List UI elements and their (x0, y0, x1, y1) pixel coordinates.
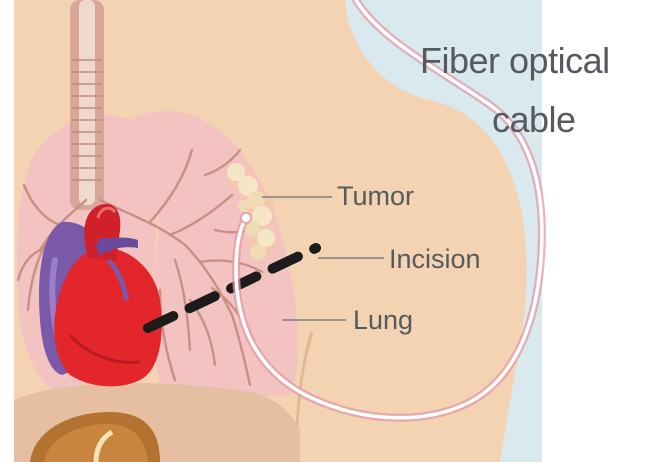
lung-label: Lung (353, 307, 413, 334)
tumor-label: Tumor (337, 183, 414, 210)
fiber-optical-cable-label: Fiber optical (420, 43, 610, 79)
incision-label: Incision (389, 246, 481, 273)
fiber-optical-cable-label-line2: cable (492, 102, 576, 138)
cable-tip (241, 213, 251, 223)
